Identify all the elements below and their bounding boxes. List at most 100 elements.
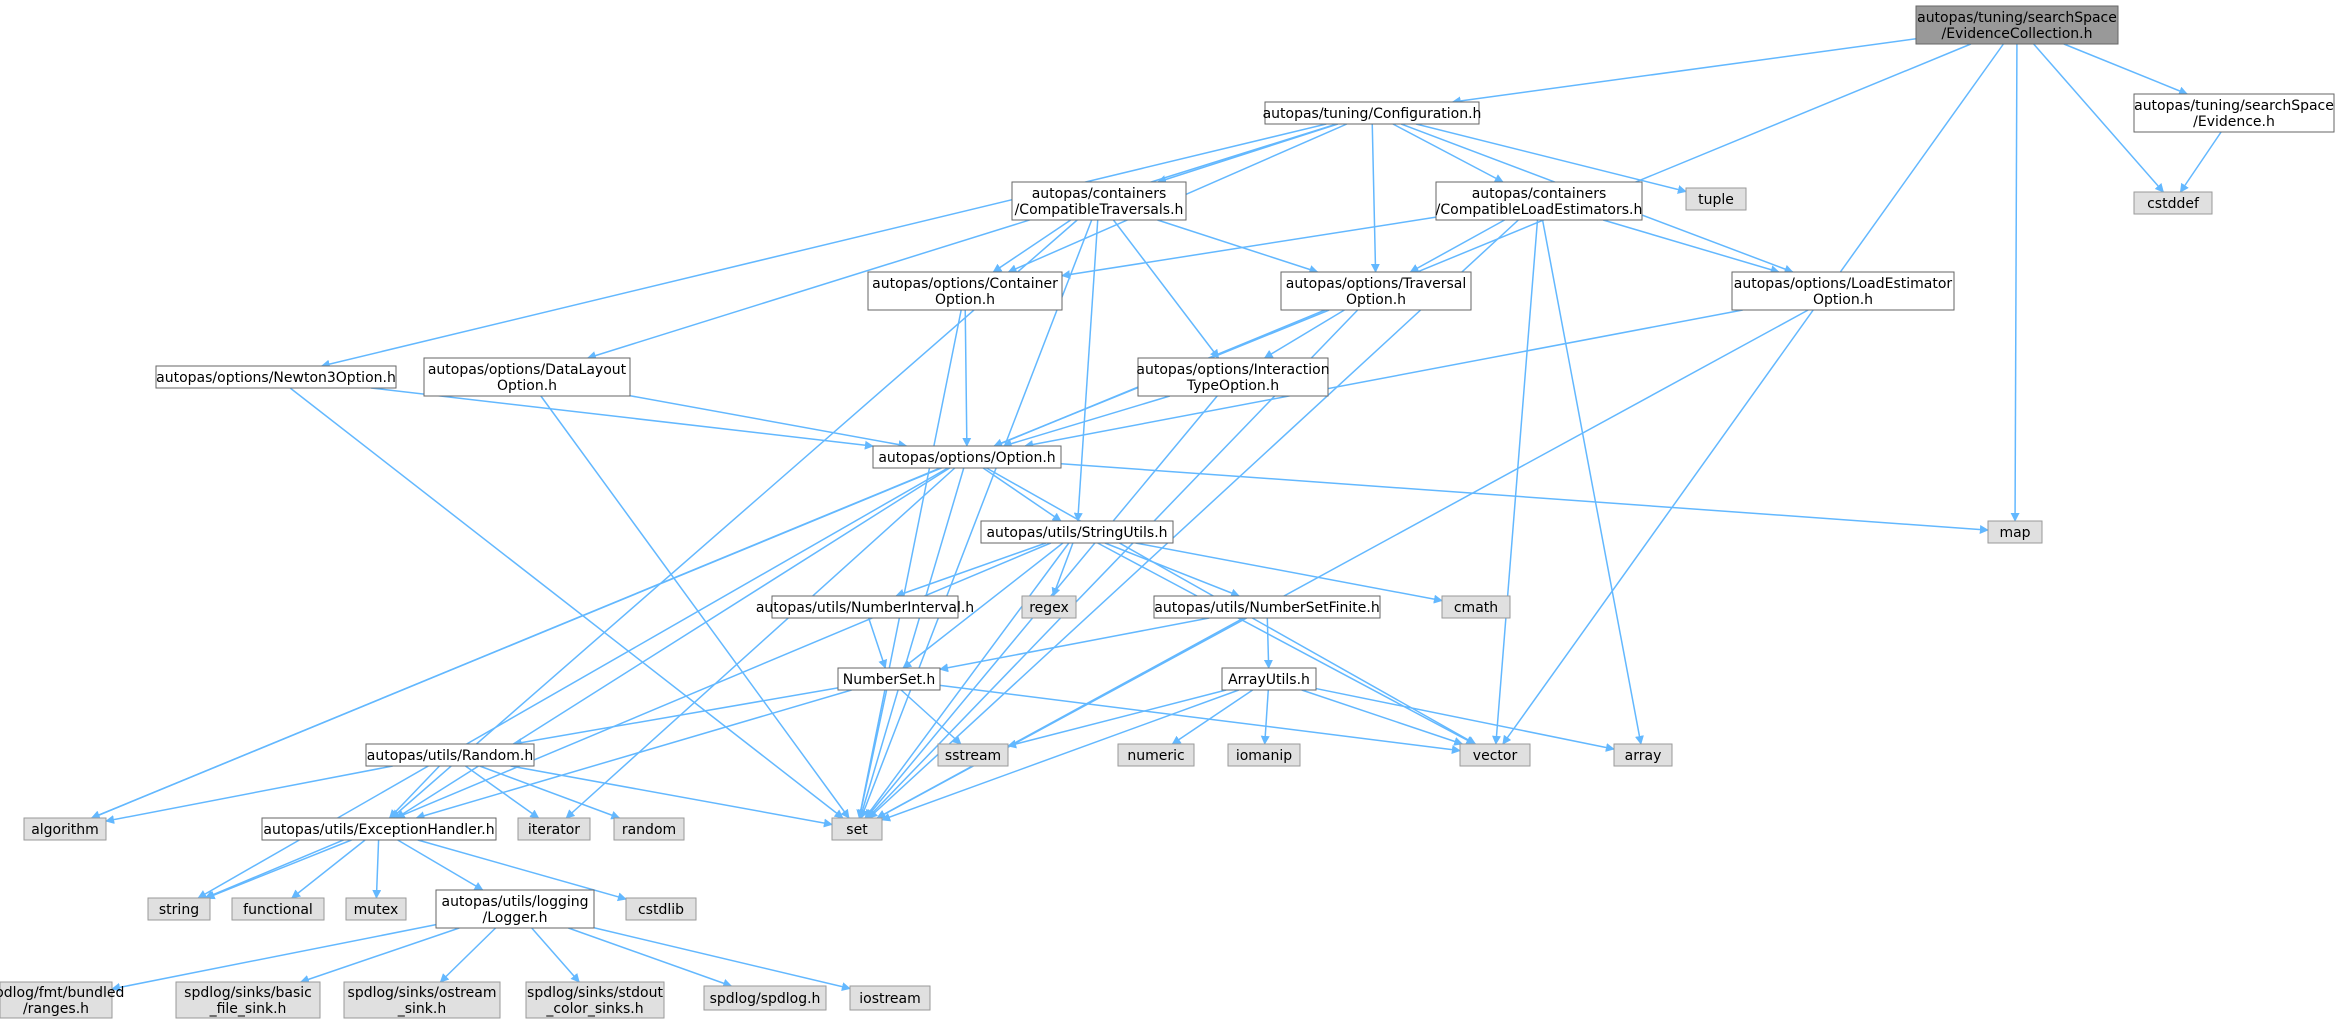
node-fmtRanges[interactable]: spdlog/fmt/bundled/ranges.h — [0, 981, 124, 1019]
edge-logger-to-stdoutSink — [531, 927, 580, 983]
node-tuple[interactable]: tuple — [1685, 187, 1747, 211]
node-functional[interactable]: functional — [231, 897, 325, 921]
node-label: autopas/containers — [1032, 186, 1167, 202]
node-label: tuple — [1698, 192, 1734, 208]
node-box — [625, 897, 697, 921]
node-cmath[interactable]: cmath — [1441, 595, 1511, 619]
edge-numSetFin-to-numSet — [939, 617, 1210, 673]
node-mutex[interactable]: mutex — [345, 897, 407, 921]
edge-config-to-compLoad — [1392, 123, 1504, 183]
edge-option-to-algorithm — [90, 467, 941, 820]
edge-numSet-to-sstream — [900, 689, 962, 745]
node-regex[interactable]: regex — [1021, 595, 1077, 619]
node-label: autopas/utils/logging — [441, 894, 588, 910]
node-box — [261, 817, 497, 841]
node-iostream[interactable]: iostream — [849, 985, 931, 1011]
node-iterator[interactable]: iterator — [517, 817, 591, 841]
node-array[interactable]: array — [1613, 743, 1673, 767]
node-numSet[interactable]: NumberSet.h — [837, 667, 941, 691]
node-box — [23, 817, 107, 841]
node-string[interactable]: string — [147, 897, 211, 921]
node-label: functional — [243, 902, 313, 918]
node-box — [1987, 520, 2043, 544]
node-label: _sink.h — [397, 1001, 447, 1017]
node-random[interactable]: autopas/utils/Random.h — [365, 743, 535, 767]
edge-config-to-travOpt — [1370, 123, 1380, 273]
node-spdlog[interactable]: spdlog/spdlog.h — [703, 985, 827, 1011]
edge-dataLayout-to-set — [540, 395, 850, 819]
edge-excH-to-string — [205, 839, 352, 900]
edge-strUtils-to-numSet — [902, 542, 1064, 669]
node-stdoutSink[interactable]: spdlog/sinks/stdout_color_sinks.h — [525, 981, 665, 1019]
node-vector[interactable]: vector — [1459, 743, 1531, 767]
node-box — [155, 365, 397, 389]
edge-contOpt-to-set — [856, 309, 962, 819]
node-ostreamSink[interactable]: spdlog/sinks/ostream_sink.h — [343, 981, 501, 1019]
node-excH[interactable]: autopas/utils/ExceptionHandler.h — [261, 817, 497, 841]
edge-logger-to-ostreamSink — [439, 927, 497, 983]
node-randomStd[interactable]: random — [613, 817, 685, 841]
node-label: array — [1625, 748, 1662, 764]
node-label: /Logger.h — [482, 910, 547, 926]
node-config[interactable]: autopas/tuning/Configuration.h — [1263, 101, 1482, 125]
node-root[interactable]: autopas/tuning/searchSpace/EvidenceColle… — [1915, 5, 2119, 45]
node-cstdlib[interactable]: cstdlib — [625, 897, 697, 921]
node-box — [1685, 187, 1747, 211]
edge-option-to-iterator — [565, 467, 956, 819]
node-label: /ranges.h — [23, 1001, 89, 1017]
node-label: spdlog/sinks/basic — [184, 985, 312, 1001]
edge-logger-to-iostream — [593, 927, 851, 992]
node-label: sstream — [945, 748, 1001, 764]
edge-strUtils-to-numInt — [895, 542, 1047, 598]
node-label: ArrayUtils.h — [1228, 672, 1310, 688]
node-evidence[interactable]: autopas/tuning/searchSpace/Evidence.h — [2133, 93, 2335, 133]
node-label: Option.h — [497, 378, 557, 394]
edge-newton-to-set — [289, 387, 844, 819]
node-label: autopas/options/DataLayout — [428, 362, 627, 378]
node-basicSink[interactable]: spdlog/sinks/basic_file_sink.h — [175, 981, 321, 1019]
node-label: numeric — [1127, 748, 1184, 764]
node-box — [345, 897, 407, 921]
node-box — [2133, 191, 2213, 215]
edge-compTrav-to-set — [859, 219, 1093, 819]
node-cstddef[interactable]: cstddef — [2133, 191, 2213, 215]
node-label: Option.h — [1813, 292, 1873, 308]
node-algorithm[interactable]: algorithm — [23, 817, 107, 841]
node-compLoad[interactable]: autopas/containers/CompatibleLoadEstimat… — [1435, 181, 1643, 221]
node-numInt[interactable]: autopas/utils/NumberInterval.h — [756, 595, 974, 619]
edge-compTrav-to-interOpt — [1112, 219, 1220, 359]
edge-excH-to-mutex — [372, 839, 382, 899]
edge-contOpt-to-option — [962, 309, 972, 447]
node-label: autopas/containers — [1472, 186, 1607, 202]
node-arrUtils[interactable]: ArrayUtils.h — [1221, 667, 1317, 691]
edge-strUtils-to-vector — [1097, 542, 1476, 745]
node-newton[interactable]: autopas/options/Newton3Option.h — [155, 365, 397, 389]
node-logger[interactable]: autopas/utils/logging/Logger.h — [435, 889, 595, 929]
edge-option-to-strUtils — [982, 467, 1062, 522]
node-numSetFin[interactable]: autopas/utils/NumberSetFinite.h — [1153, 595, 1381, 619]
edge-config-to-newton — [320, 123, 1327, 369]
edge-compLoad-to-set — [868, 219, 1519, 819]
edge-option-to-set — [858, 467, 965, 819]
node-label: _file_sink.h — [209, 1001, 287, 1017]
edge-compLoad-to-vector — [1492, 219, 1539, 745]
node-box — [231, 897, 325, 921]
node-numeric[interactable]: numeric — [1117, 743, 1195, 767]
node-compTrav[interactable]: autopas/containers/CompatibleTraversals.… — [1011, 181, 1187, 221]
node-option[interactable]: autopas/options/Option.h — [872, 445, 1062, 469]
node-label: autopas/options/Option.h — [878, 450, 1055, 466]
node-strUtils[interactable]: autopas/utils/StringUtils.h — [980, 520, 1174, 544]
node-map[interactable]: map — [1987, 520, 2043, 544]
node-iomanip[interactable]: iomanip — [1227, 743, 1301, 767]
node-box — [1280, 271, 1472, 311]
edge-compTrav-to-travOpt — [1157, 219, 1319, 274]
edge-excH-to-cstdlib — [417, 839, 627, 902]
node-set[interactable]: set — [831, 817, 883, 841]
edge-compTrav-to-contOpt — [992, 219, 1072, 273]
node-sstream[interactable]: sstream — [937, 743, 1009, 767]
